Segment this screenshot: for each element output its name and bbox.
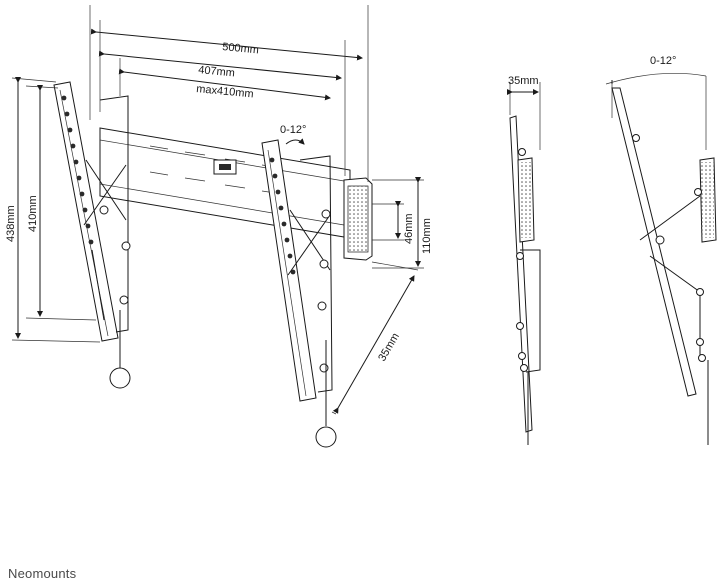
wall-plate	[99, 127, 351, 239]
dim-500-label: 500mm	[222, 41, 260, 56]
dim-46-label: 46mm	[403, 213, 415, 244]
dim-46-line	[372, 201, 404, 241]
dim-410-line	[25, 85, 97, 321]
side-35-label: 35mm	[508, 75, 539, 87]
tilt-side-label: 0-12°	[650, 55, 676, 67]
tilt-front-label: 0-12°	[280, 124, 306, 136]
dim-max410-label: max410mm	[196, 83, 254, 100]
front-view: 500mm 407mm max410mm 438mm 410mm 0-12°	[5, 5, 433, 448]
brand-logo-text: Neomounts	[8, 566, 77, 581]
dim-438-label: 438mm	[5, 205, 17, 242]
left-bracket	[53, 81, 131, 389]
dim-110-label: 110mm	[421, 218, 433, 254]
right-bracket	[261, 139, 337, 448]
dim-35-arm-line	[331, 261, 419, 415]
dim-410-label: 410mm	[27, 195, 39, 232]
dim-110-line	[372, 177, 424, 269]
wall-spacer	[343, 177, 373, 261]
side-view-upright	[507, 82, 541, 445]
dim-max410-line	[118, 58, 331, 101]
dim-438-line	[11, 77, 101, 343]
dim-407-label: 407mm	[198, 64, 236, 79]
tilt-arrow-front	[285, 138, 305, 145]
side-view-tilted	[605, 73, 717, 445]
